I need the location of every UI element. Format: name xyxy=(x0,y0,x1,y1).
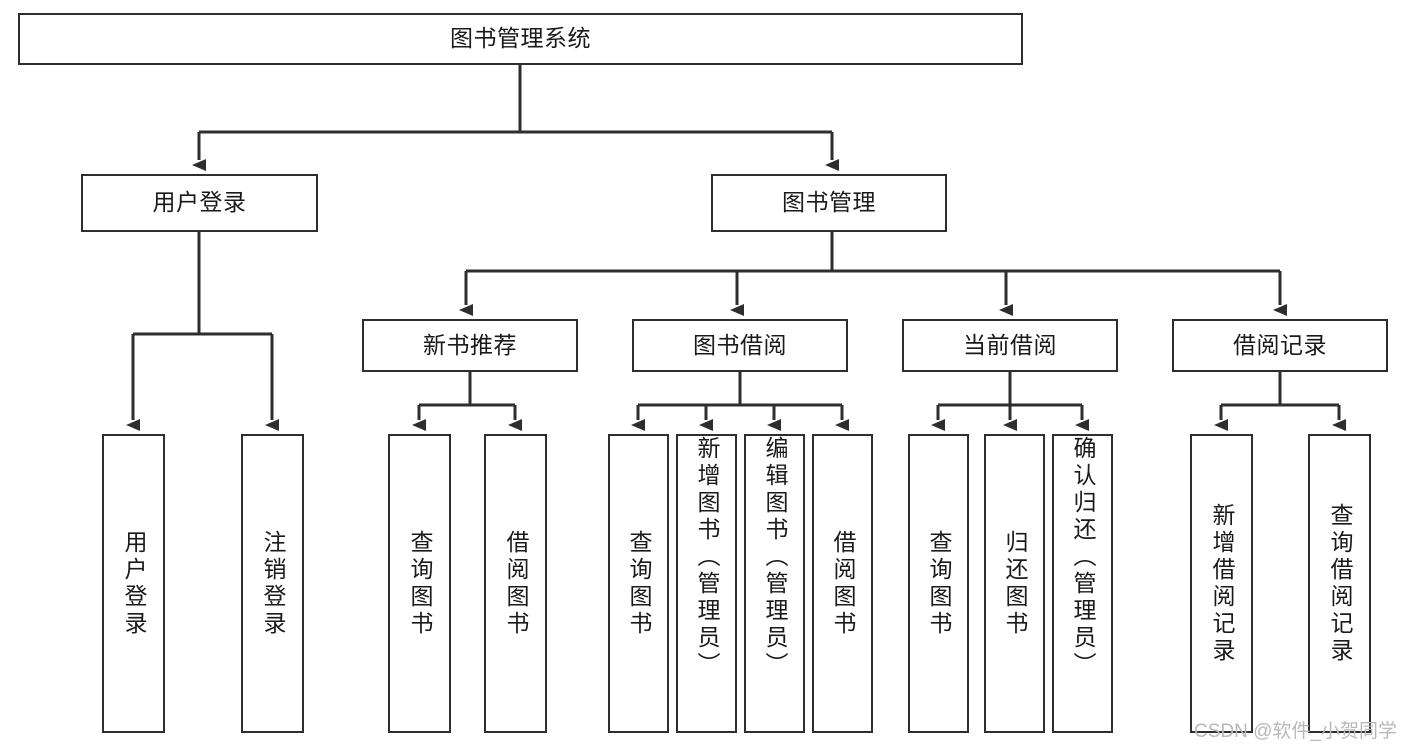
node-user-login-label: 用户登录 xyxy=(152,189,247,216)
node-leaf-add-record-label: 新增借阅记录 xyxy=(1209,502,1235,665)
node-leaf-borrow-book-1-label: 借阅图书 xyxy=(503,529,529,638)
node-leaf-query-book-3-label: 查询图书 xyxy=(926,529,952,638)
node-leaf-query-book-3[interactable]: 查询图书 xyxy=(908,434,969,733)
node-leaf-return-book[interactable]: 归还图书 xyxy=(984,434,1045,733)
node-leaf-return-book-label: 归还图书 xyxy=(1002,529,1028,638)
node-leaf-query-book-1-label: 查询图书 xyxy=(407,529,433,638)
node-leaf-confirm-return[interactable]: 确认归还（管理员） xyxy=(1052,434,1113,733)
node-leaf-edit-book-label: 编辑图书（管理员） xyxy=(762,436,788,679)
edges-root-to-level2 xyxy=(192,65,839,171)
edges-book-management-to-level3 xyxy=(459,232,1287,316)
node-leaf-confirm-return-label: 确认归还（管理员） xyxy=(1070,436,1096,679)
edges-book-borrow-to-leaves xyxy=(631,372,849,431)
node-leaf-query-book-2[interactable]: 查询图书 xyxy=(608,434,669,733)
edges-borrow-record-to-leaves xyxy=(1214,372,1346,431)
node-current-borrow-label: 当前借阅 xyxy=(963,331,1057,358)
node-user-login[interactable]: 用户登录 xyxy=(81,174,318,232)
node-root[interactable]: 图书管理系统 xyxy=(18,13,1023,65)
node-new-book-recommend-label: 新书推荐 xyxy=(423,331,517,358)
edges-user-login-to-leaves xyxy=(126,232,279,431)
node-leaf-user-login-label: 用户登录 xyxy=(121,529,147,638)
node-leaf-borrow-book-2[interactable]: 借阅图书 xyxy=(812,434,873,733)
node-book-management-label: 图书管理 xyxy=(782,189,876,216)
node-leaf-query-book-1[interactable]: 查询图书 xyxy=(388,434,451,733)
node-leaf-query-record[interactable]: 查询借阅记录 xyxy=(1308,434,1371,733)
node-leaf-user-logout[interactable]: 注销登录 xyxy=(241,434,304,733)
node-book-borrow-label: 图书借阅 xyxy=(693,331,787,358)
node-leaf-add-record[interactable]: 新增借阅记录 xyxy=(1190,434,1253,733)
node-new-book-recommend[interactable]: 新书推荐 xyxy=(362,319,578,372)
node-leaf-add-book[interactable]: 新增图书（管理员） xyxy=(676,434,737,733)
node-book-borrow[interactable]: 图书借阅 xyxy=(632,319,848,372)
node-leaf-user-logout-label: 注销登录 xyxy=(260,529,286,638)
node-leaf-add-book-label: 新增图书（管理员） xyxy=(694,436,720,679)
edges-current-borrow-to-leaves xyxy=(931,372,1089,431)
node-root-label: 图书管理系统 xyxy=(450,25,591,52)
node-leaf-borrow-book-1[interactable]: 借阅图书 xyxy=(484,434,547,733)
node-borrow-record[interactable]: 借阅记录 xyxy=(1172,319,1388,372)
node-current-borrow[interactable]: 当前借阅 xyxy=(902,319,1118,372)
node-book-management[interactable]: 图书管理 xyxy=(711,174,947,232)
node-leaf-borrow-book-2-label: 借阅图书 xyxy=(830,529,856,638)
node-leaf-query-record-label: 查询借阅记录 xyxy=(1327,502,1353,665)
node-leaf-edit-book[interactable]: 编辑图书（管理员） xyxy=(744,434,805,733)
node-borrow-record-label: 借阅记录 xyxy=(1233,331,1327,358)
node-leaf-user-login[interactable]: 用户登录 xyxy=(102,434,165,733)
node-leaf-query-book-2-label: 查询图书 xyxy=(626,529,652,638)
edges-new-book-recommend-to-leaves xyxy=(412,372,522,431)
